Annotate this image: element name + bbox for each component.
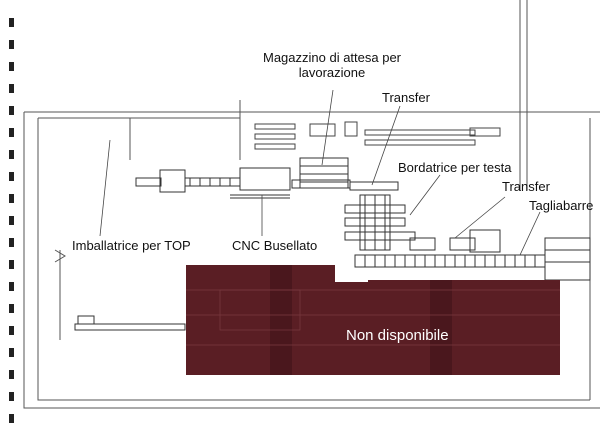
label-magazzino: Magazzino di attesa per lavorazione (262, 50, 402, 80)
label-cnc: CNC Busellato (232, 238, 318, 253)
transfer-machines (344, 194, 501, 253)
building-outline (23, 0, 600, 409)
non-disponibile-region (186, 265, 560, 375)
overlay-grid (186, 289, 560, 346)
label-transfer-top: Transfer (382, 90, 430, 105)
label-tagliabarre: Tagliabarre (529, 198, 594, 213)
label-bordatrice: Bordatrice per testa (398, 160, 512, 175)
overlay-shading (270, 265, 452, 375)
label-imballatrice: Imballatrice per TOP (72, 238, 191, 253)
binding-holes (9, 18, 14, 423)
conveyor-line (135, 157, 399, 199)
leader-lines (99, 89, 541, 256)
label-transfer-right: Transfer (502, 179, 550, 194)
right-conveyor (354, 237, 591, 281)
storage-racks (254, 121, 501, 150)
label-non-disponibile: Non disponibile (346, 327, 449, 344)
lower-left-conveyor (74, 315, 186, 331)
